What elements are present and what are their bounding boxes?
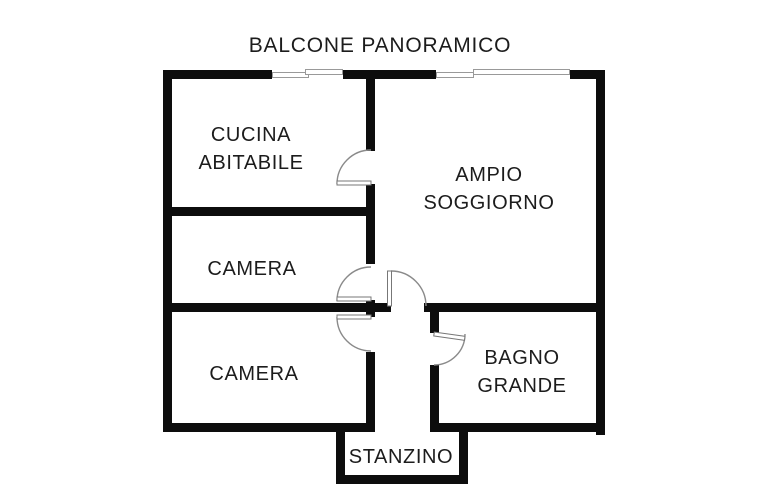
window-soggiorno-sash-right [473, 69, 570, 75]
label-soggiorno-line2: SOGGIORNO [423, 192, 555, 214]
window-cucina-sash-left [272, 72, 309, 78]
window-cucina-sash-right [305, 69, 343, 75]
wall-top-right [570, 70, 605, 79]
label-cucina: CUCINA ABITABILE [198, 121, 303, 177]
wall-stanzino-bottom [336, 475, 468, 484]
door-arc-cucina [336, 149, 372, 185]
wall-stanzino-left [336, 425, 345, 484]
door-arc-camera1 [336, 266, 372, 302]
label-bagno-line1: BAGNO [484, 347, 560, 369]
wall-divider-mid [366, 184, 375, 264]
door-arc-soggiorno [390, 270, 427, 307]
label-soggiorno-line1: AMPIO [455, 164, 523, 186]
window-soggiorno-sash-left [436, 72, 474, 78]
label-camera2: CAMERA [209, 363, 299, 385]
wall-bagno-left-lower [430, 365, 439, 423]
wall-left [163, 70, 172, 432]
door-arc-camera2 [336, 316, 372, 352]
wall-mid-left [168, 303, 391, 312]
wall-top-left [163, 70, 272, 79]
wall-cucina-camera [168, 207, 371, 216]
label-bagno: BAGNO GRANDE [477, 344, 566, 400]
wall-stanzino-right [459, 423, 468, 484]
label-camera1: CAMERA [207, 258, 297, 280]
label-cucina-line1: CUCINA [210, 124, 292, 146]
wall-right [596, 70, 605, 435]
label-cucina-line2: ABITABILE [198, 152, 304, 174]
wall-divider-lower [366, 352, 375, 432]
door-arc-bagno [433, 333, 466, 366]
label-soggiorno: AMPIO SOGGIORNO [424, 161, 555, 217]
wall-divider-upper [366, 75, 375, 151]
wall-bottom-bagno [430, 423, 605, 432]
wall-top-middle [343, 70, 436, 79]
door-leaf-bagno [433, 331, 466, 341]
balcony-label: BALCONE PANORAMICO [248, 34, 512, 57]
label-stanzino: STANZINO [348, 446, 454, 468]
label-bagno-line2: GRANDE [477, 375, 567, 397]
wall-bagno-left-upper [430, 303, 439, 333]
wall-bottom-camera [163, 423, 375, 432]
wall-mid-right [424, 303, 605, 312]
door-leaf-soggiorno [387, 270, 392, 307]
